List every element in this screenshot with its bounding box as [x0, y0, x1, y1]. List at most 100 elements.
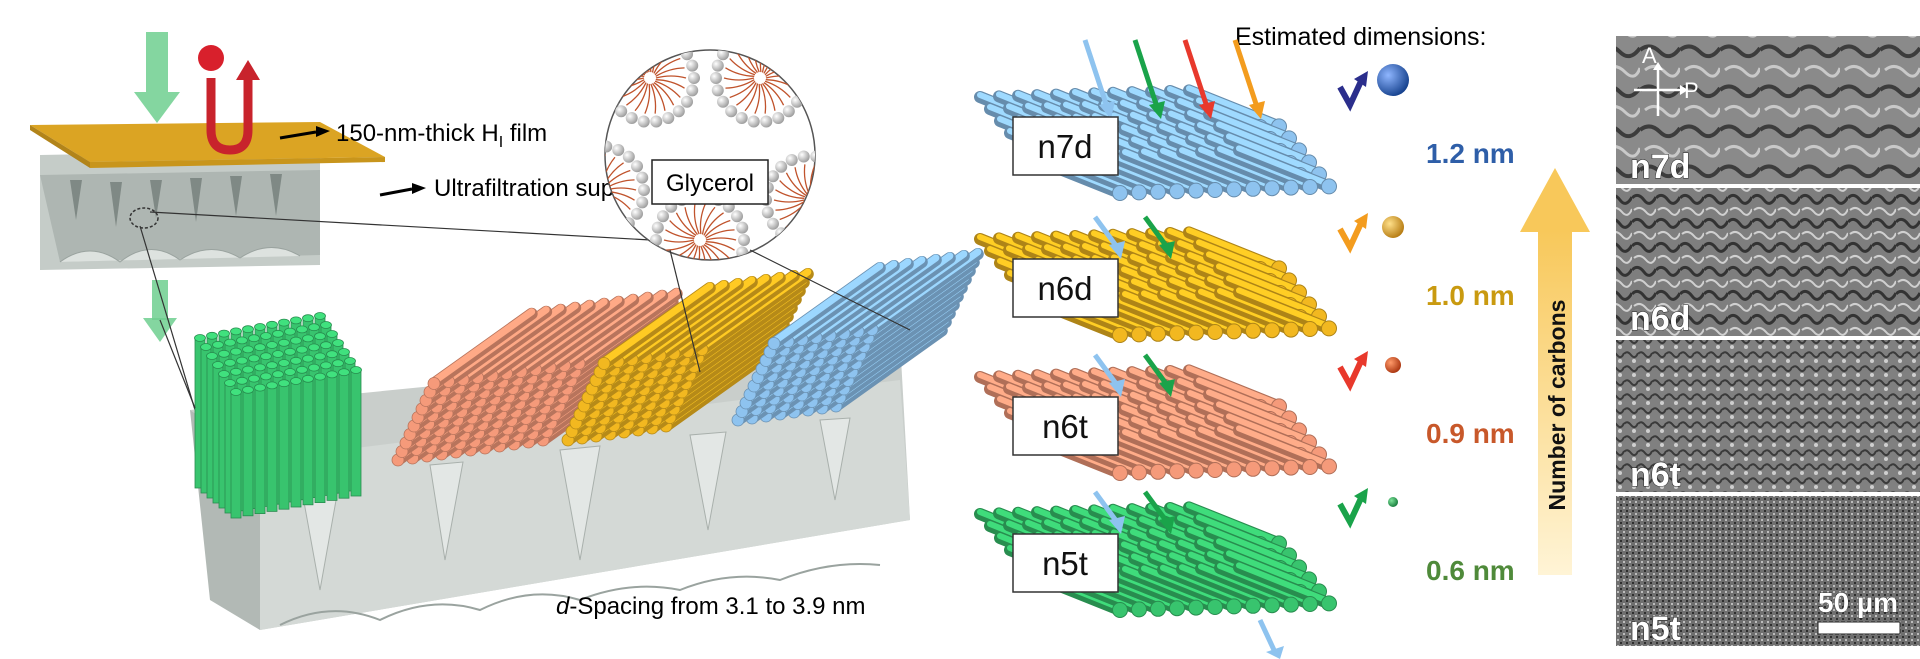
- pom-panel-n6t: [1616, 340, 1920, 492]
- layer-dimension: 0.9 nm: [1426, 418, 1515, 449]
- rod-end: [290, 377, 302, 385]
- incoming-arrow: [1142, 215, 1170, 249]
- solute-sphere: [1377, 64, 1409, 96]
- rod-end: [206, 331, 218, 340]
- rod-highlight: [1226, 275, 1322, 318]
- rod-end: [290, 336, 302, 345]
- pom-panel-n7d: [1616, 36, 1920, 184]
- arrowhead: [1354, 71, 1368, 87]
- rod-end: [218, 370, 230, 378]
- rod-end: [260, 372, 272, 381]
- rod: [254, 387, 266, 515]
- rod-end: [1131, 601, 1147, 618]
- rod-highlight: [1216, 121, 1312, 164]
- rod-end: [236, 336, 248, 345]
- rod-end: [224, 338, 236, 347]
- rod-highlight: [1236, 287, 1332, 330]
- rod-end: [224, 379, 236, 387]
- rod-end: [338, 368, 350, 377]
- rod-end: [326, 370, 338, 379]
- rod-end: [218, 349, 230, 358]
- rod-end: [200, 343, 212, 351]
- rod-highlight: [1206, 109, 1302, 152]
- rod-highlight: [1216, 263, 1312, 306]
- rod-end: [1169, 325, 1185, 342]
- layer-label-box: [1012, 396, 1119, 456]
- rod-end: [1245, 597, 1261, 614]
- rod-end: [320, 361, 332, 370]
- solute-sphere: [198, 45, 224, 71]
- rod-end: [212, 361, 224, 369]
- polarizer-cross-icon: [1634, 70, 1680, 116]
- rod-end: [248, 334, 260, 343]
- rod-end: [278, 338, 290, 347]
- rod-end: [320, 341, 332, 350]
- glycerol-label: Glycerol: [666, 170, 754, 197]
- incoming-arrow: [1232, 39, 1260, 108]
- glycerol-label-box: [651, 159, 769, 205]
- rod-end: [1264, 180, 1280, 197]
- rod-end: [1321, 595, 1337, 612]
- rod-end: [284, 347, 296, 356]
- rod-end: [1302, 321, 1318, 337]
- pom-label-n7d: n7d: [1630, 148, 1690, 186]
- rod-end: [314, 352, 326, 361]
- arrowhead: [1159, 516, 1175, 534]
- rod-end: [1150, 600, 1166, 617]
- number-of-carbons-label: Number of carbons: [1544, 300, 1570, 511]
- permeate-arrow: [143, 280, 177, 342]
- arrowhead: [1149, 101, 1165, 119]
- rod-end: [1112, 465, 1128, 481]
- rod-end: [224, 358, 236, 367]
- zoom-marker: [129, 207, 159, 229]
- rod-end: [1112, 327, 1128, 343]
- rod-end: [278, 359, 290, 367]
- rod-array-block: d-Spacing from 3.1 to 3.9 nm: [159, 247, 984, 630]
- rod-end: [242, 325, 254, 334]
- arrowhead: [1109, 516, 1125, 534]
- rod: [338, 371, 350, 499]
- rod-end: [1264, 322, 1280, 339]
- rod-end: [1226, 598, 1242, 615]
- layer-dimension: 0.6 nm: [1426, 555, 1515, 586]
- layer-dimension: 1.0 nm: [1426, 280, 1515, 311]
- rejection-arrow: [198, 45, 260, 155]
- solute-sphere: [1382, 216, 1404, 238]
- rod-end: [1302, 459, 1318, 475]
- rod-end: [278, 379, 290, 388]
- layer-label: n7d: [1037, 128, 1092, 165]
- estimated-dimensions-title: Estimated dimensions:: [1235, 23, 1487, 51]
- rod-highlight: [1186, 365, 1282, 408]
- membrane-schematic: 150-nm-thick HI film Ultrafiltration sup…: [30, 32, 741, 411]
- rod-end: [254, 363, 266, 372]
- rod-end: [1321, 178, 1337, 195]
- rod: [266, 384, 278, 512]
- rod-end: [314, 372, 326, 381]
- rod-highlight: [430, 308, 536, 385]
- rod-end: [302, 334, 314, 343]
- rod-end: [1264, 597, 1280, 614]
- rod-highlight: [1196, 377, 1292, 420]
- rod-end: [1112, 602, 1128, 618]
- rod-highlight: [1196, 97, 1292, 140]
- rod-end: [1188, 462, 1204, 479]
- rod-end: [230, 347, 242, 356]
- rod-end: [1226, 461, 1242, 478]
- rod-highlight: [1226, 133, 1322, 176]
- arrowhead: [1354, 351, 1368, 367]
- pom-panel-n5t: [1616, 496, 1920, 646]
- rod-end: [194, 334, 206, 342]
- rod-end: [1150, 463, 1166, 480]
- solute-sphere: [1385, 357, 1401, 373]
- incoming-arrow: [1092, 353, 1120, 387]
- film-label: 150-nm-thick H: [336, 120, 499, 147]
- rod-end: [314, 332, 326, 341]
- rod-end: [1150, 183, 1166, 200]
- layer-label: n6d: [1037, 270, 1092, 307]
- rod-end: [338, 348, 350, 356]
- rejected-arrow: [1337, 219, 1365, 254]
- rod-end: [427, 377, 441, 390]
